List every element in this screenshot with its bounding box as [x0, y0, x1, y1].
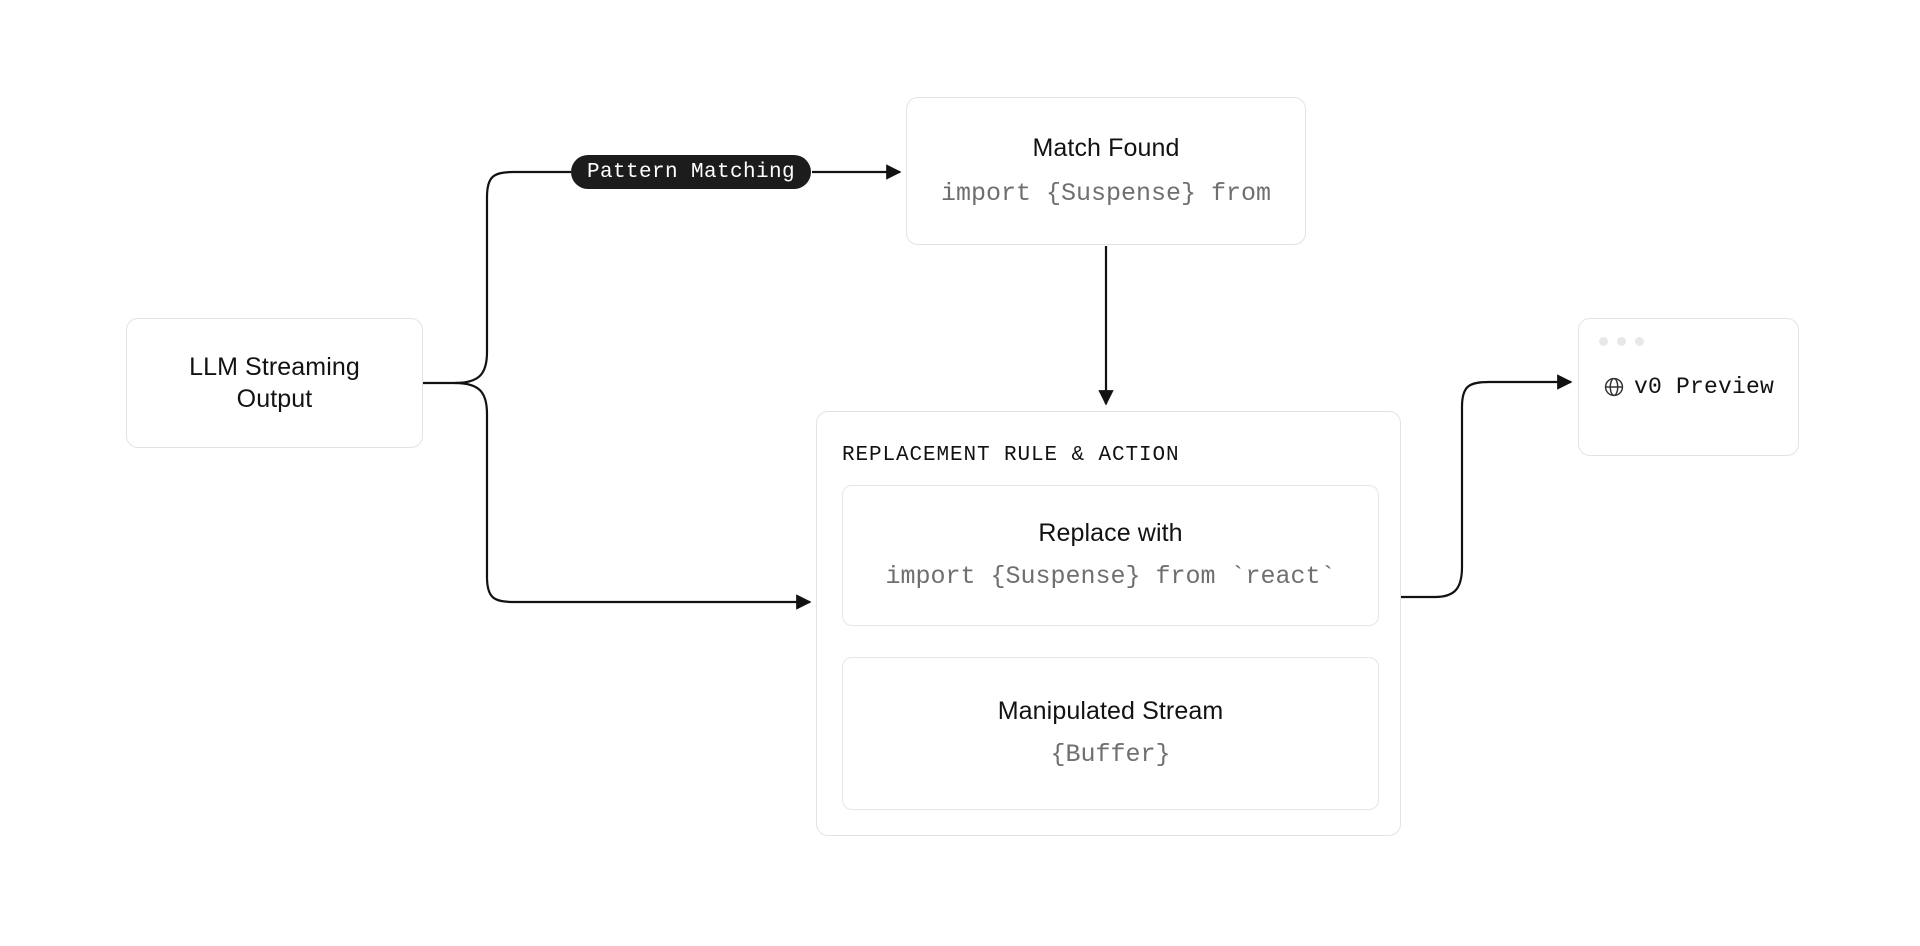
- v0-preview-label: v0 Preview: [1633, 374, 1775, 400]
- replace-with-code: import {Suspense} from `react`: [885, 562, 1336, 592]
- node-manipulated-stream[interactable]: Manipulated Stream {Buffer}: [842, 657, 1379, 810]
- node-match-found[interactable]: Match Found import {Suspense} from: [906, 97, 1306, 245]
- match-found-code: import {Suspense} from: [940, 178, 1272, 208]
- edge-label-pattern-matching[interactable]: Pattern Matching: [571, 155, 812, 189]
- globe-icon: [1604, 377, 1624, 397]
- window-traffic-dots: [1599, 337, 1644, 346]
- match-found-title: Match Found: [1032, 133, 1180, 162]
- manipulated-stream-title: Manipulated Stream: [997, 697, 1224, 726]
- replacement-rule-title: REPLACEMENT RULE & ACTION: [842, 444, 1180, 467]
- node-v0-preview[interactable]: v0 Preview: [1578, 318, 1799, 456]
- node-replacement-rule-group[interactable]: REPLACEMENT RULE & ACTION Replace with i…: [816, 411, 1401, 836]
- window-dot-close: [1599, 337, 1608, 346]
- window-dot-maximize: [1635, 337, 1644, 346]
- v0-preview-body: v0 Preview: [1579, 319, 1798, 455]
- replace-with-title: Replace with: [1038, 519, 1183, 548]
- edge-llm-to-pattern: [454, 170, 571, 385]
- edge-rule-to-preview: [1401, 374, 1573, 599]
- edge-llm-to-rule: [454, 381, 812, 610]
- node-replace-with[interactable]: Replace with import {Suspense} from `rea…: [842, 485, 1379, 626]
- manipulated-stream-code: {Buffer}: [1050, 740, 1171, 770]
- llm-title-line2: Output: [236, 385, 313, 413]
- node-llm-streaming-output[interactable]: LLM Streaming Output: [126, 318, 423, 448]
- window-dot-minimize: [1617, 337, 1626, 346]
- llm-title-line1: LLM Streaming: [189, 353, 360, 381]
- pattern-matching-label: Pattern Matching: [587, 160, 796, 184]
